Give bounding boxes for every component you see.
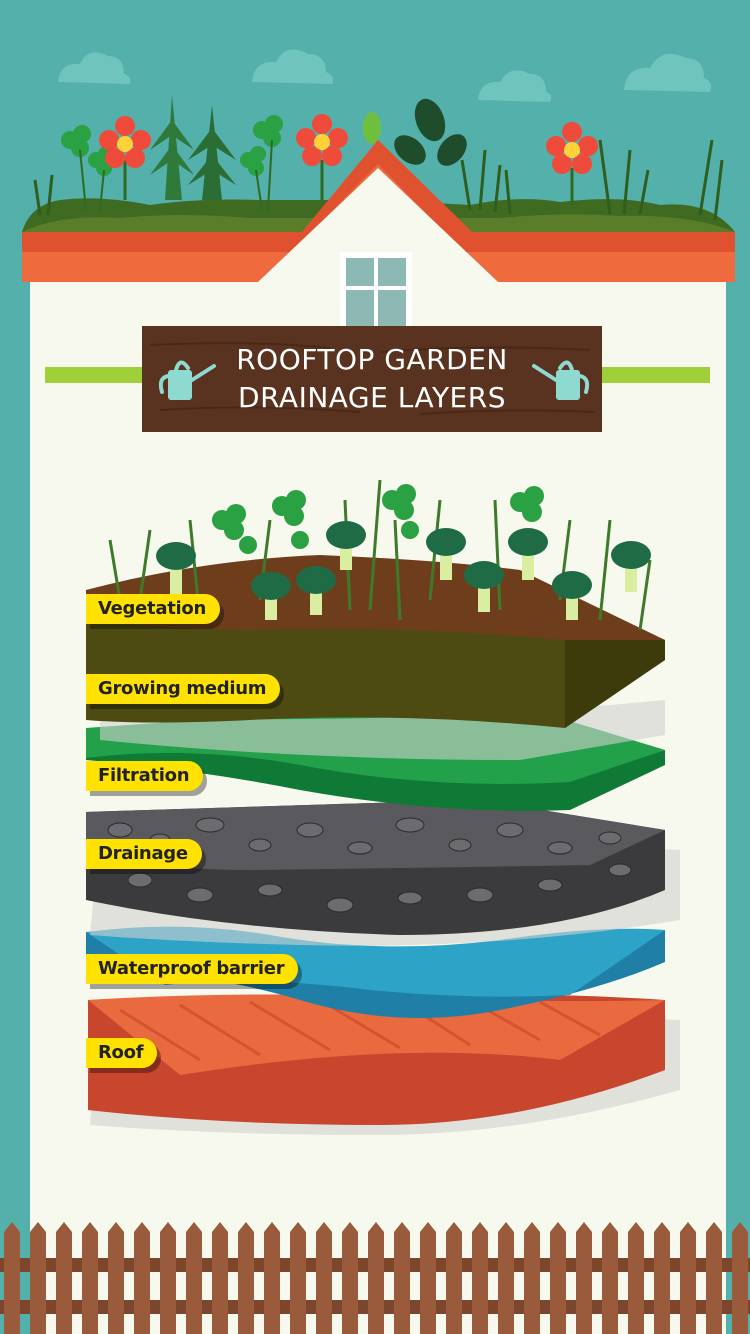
fence-picket xyxy=(264,1222,280,1334)
fence-picket xyxy=(82,1222,98,1334)
fence-picket xyxy=(290,1222,306,1334)
fence-picket xyxy=(342,1222,358,1334)
fence-picket xyxy=(108,1222,124,1334)
plant-icon xyxy=(363,98,467,166)
fence-picket xyxy=(446,1222,462,1334)
flower-icon xyxy=(296,114,348,200)
watering-can-icon xyxy=(532,360,590,400)
fence-picket xyxy=(420,1222,436,1334)
title-sign xyxy=(142,326,602,432)
fence-picket xyxy=(30,1222,46,1334)
fence-picket xyxy=(706,1222,722,1334)
fence-picket xyxy=(160,1222,176,1334)
roof xyxy=(22,140,735,282)
fence-picket xyxy=(628,1222,644,1334)
fence-picket xyxy=(472,1222,488,1334)
cloud-icon xyxy=(252,49,334,84)
fence-pickets xyxy=(4,1222,748,1334)
watering-can-icon xyxy=(158,360,216,400)
cloud-icon xyxy=(478,70,552,102)
fence-picket xyxy=(524,1222,540,1334)
title-line-2: DRAINAGE LAYERS xyxy=(238,381,506,414)
label-waterproof-barrier: Waterproof barrier xyxy=(86,954,299,984)
label-roof: Roof xyxy=(86,1038,158,1068)
fence-picket xyxy=(4,1222,20,1334)
plant-icon xyxy=(188,105,236,200)
window-icon xyxy=(340,252,412,326)
flower-icon xyxy=(546,122,598,205)
label-growing-medium: Growing medium xyxy=(86,674,281,704)
label-filtration: Filtration xyxy=(86,761,204,791)
plant-icon xyxy=(156,521,651,620)
cloud-icon xyxy=(624,53,712,92)
fence-picket xyxy=(316,1222,332,1334)
fence-picket xyxy=(212,1222,228,1334)
layer-roof xyxy=(88,994,680,1135)
fence-picket xyxy=(680,1222,696,1334)
fence-picket xyxy=(550,1222,566,1334)
label-drainage: Drainage xyxy=(86,839,202,869)
fence-picket xyxy=(368,1222,384,1334)
layer-vegetation xyxy=(108,479,652,631)
fence-picket xyxy=(56,1222,72,1334)
fence-picket xyxy=(134,1222,150,1334)
fence-picket xyxy=(654,1222,670,1334)
fence-picket xyxy=(498,1222,514,1334)
fence-picket xyxy=(602,1222,618,1334)
title-line-1: ROOFTOP GARDEN xyxy=(236,343,508,376)
fence-picket xyxy=(394,1222,410,1334)
plant-icon xyxy=(150,95,194,200)
cloud-icon xyxy=(58,52,131,84)
title: ROOFTOP GARDEN DRAINAGE LAYERS xyxy=(142,326,602,432)
label-vegetation: Vegetation xyxy=(86,594,220,624)
fence-picket xyxy=(732,1222,748,1334)
fence-picket xyxy=(238,1222,254,1334)
layer-drainage xyxy=(86,800,680,946)
fence-picket xyxy=(576,1222,592,1334)
flower-icon xyxy=(99,116,151,200)
fence-picket xyxy=(186,1222,202,1334)
